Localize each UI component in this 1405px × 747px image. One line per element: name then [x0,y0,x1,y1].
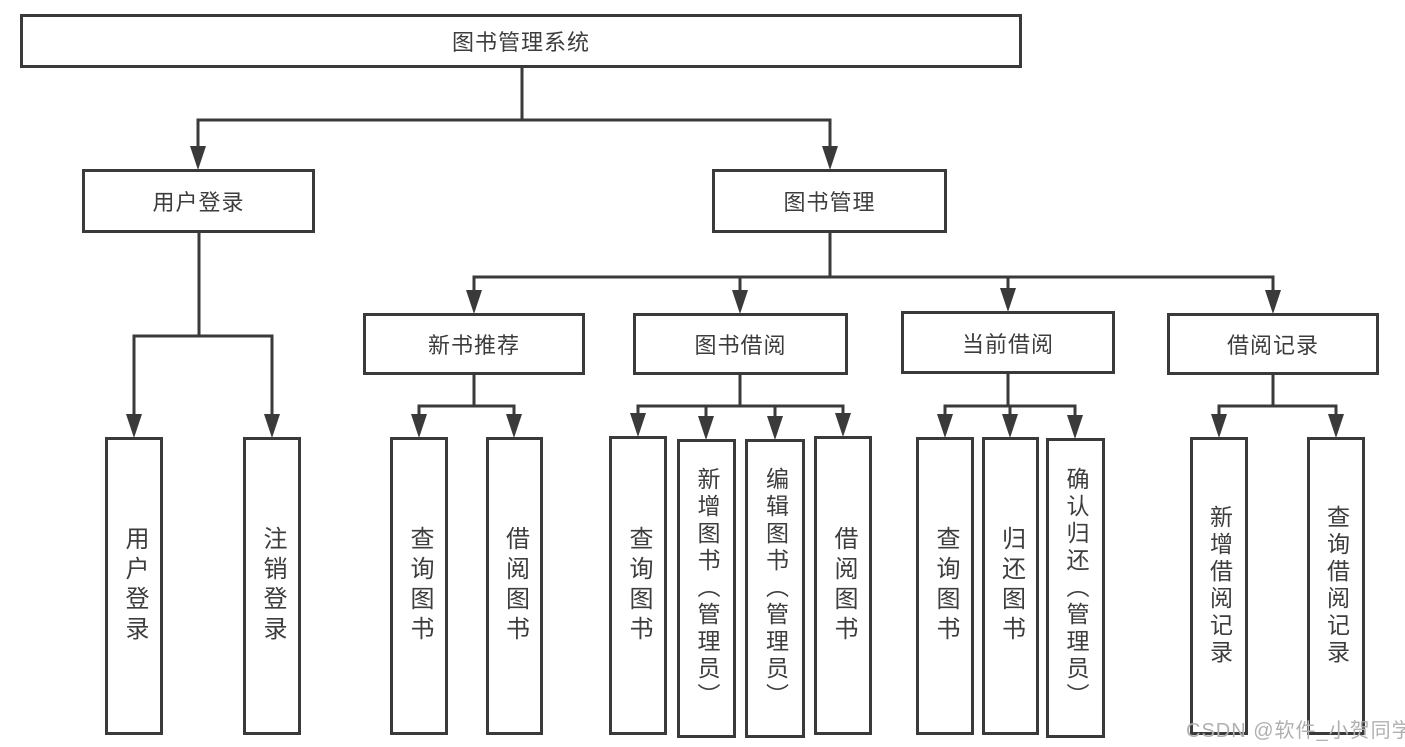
arrow-down-icon [264,414,280,438]
arrow-down-icon [1000,288,1016,312]
leaf-logout: 注销登录 [243,437,301,735]
leaf-return-books: 归还图书 [982,437,1039,735]
leaf-query-books-recommend: 查询图书 [390,437,448,735]
arrow-down-icon [190,146,206,170]
arrow-down-icon [767,416,783,440]
leaf-query-books-borrow: 查询图书 [609,436,667,735]
connector-records-to-leaves [1211,374,1344,438]
node-current-borrowing: 当前借阅 [901,311,1115,374]
arrow-down-icon [466,290,482,314]
arrow-down-icon [126,414,142,438]
leaf-query-borrow-record: 查询借阅记录 [1307,437,1365,735]
arrow-down-icon [411,414,427,438]
node-new-book-recommend: 新书推荐 [363,313,585,375]
node-book-management: 图书管理 [712,169,947,233]
leaf-user-login: 用户登录 [105,437,163,735]
arrow-down-icon [732,290,748,314]
node-user-login: 用户登录 [82,169,315,233]
leaf-add-borrow-record: 新增借阅记录 [1190,437,1248,735]
arrow-down-icon [1067,415,1083,439]
node-book-borrowing: 图书借阅 [633,313,848,375]
arrow-down-icon [630,413,646,437]
arrow-down-icon [835,413,851,437]
connector-login-to-leaves [126,232,280,438]
node-root-system: 图书管理系统 [20,14,1022,68]
arrow-down-icon [1002,414,1018,438]
arrow-down-icon [1265,290,1281,314]
csdn-watermark: CSDN @软件_小贺同学 [1186,720,1405,742]
leaf-borrow-books-recommend: 借阅图书 [486,437,543,735]
leaf-edit-book-admin: 编辑图书（管理员） [745,439,805,738]
arrow-down-icon [1328,414,1344,438]
arrow-down-icon [506,414,522,438]
connector-root-to-level2 [190,67,838,170]
leaf-borrow-books: 借阅图书 [814,436,872,735]
arrow-down-icon [822,146,838,170]
leaf-query-books-current: 查询图书 [916,437,974,735]
arrow-down-icon [698,416,714,440]
connector-borrow-to-leaves [630,374,851,440]
arrow-down-icon [1211,414,1227,438]
leaf-add-book-admin: 新增图书（管理员） [677,439,736,738]
connector-newbook-to-leaves [411,374,522,438]
connector-current-to-leaves [937,373,1083,439]
node-borrowing-records: 借阅记录 [1167,313,1379,375]
leaf-confirm-return-admin: 确认归还（管理员） [1046,438,1105,738]
arrow-down-icon [937,414,953,438]
connector-mgmt-to-sections [466,232,1281,314]
